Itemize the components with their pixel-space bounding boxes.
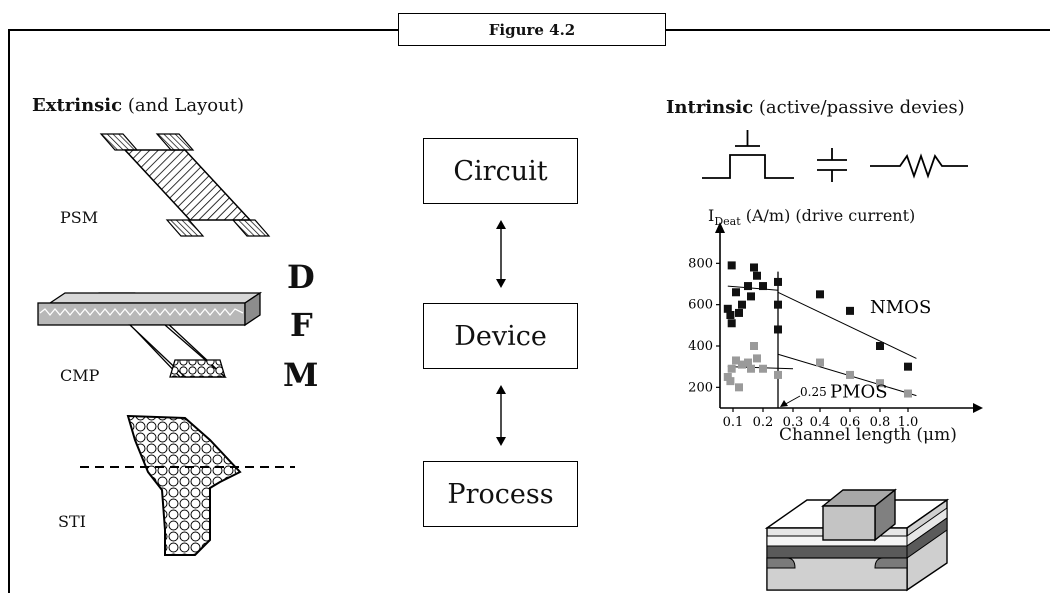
y-tick-label: 800 [688, 256, 713, 271]
nmos-point [759, 282, 767, 291]
psm-illustration [99, 133, 271, 237]
nmos-point [723, 304, 732, 313]
transistor-3d-illustration [764, 488, 950, 592]
x-tick-label: 0.8 [870, 415, 891, 430]
chart-ylabel-rest: (A/m) (drive current) [740, 206, 916, 225]
circuit-box: Circuit [423, 138, 578, 204]
x-tick-label: 0.4 [810, 415, 831, 430]
nmos-point [774, 300, 782, 309]
pmos-point [727, 364, 736, 373]
pmos-point [744, 358, 752, 367]
x-tick-label: 0.3 [783, 415, 804, 430]
x-tick-label: 0.6 [840, 415, 861, 430]
extrinsic-heading-bold: Extrinsic [32, 95, 123, 116]
nmos-point [774, 325, 782, 334]
frame-top-right [666, 29, 1050, 31]
nmos-label: NMOS [870, 297, 931, 318]
pmos-point [876, 379, 884, 388]
nmos-point [876, 342, 884, 350]
pmos-point [738, 360, 746, 369]
extrinsic-heading-rest: (and Layout) [122, 95, 244, 116]
frame-left [8, 29, 10, 593]
nmos-point [816, 290, 824, 299]
nmos-point [774, 277, 782, 286]
nmos-point [727, 319, 736, 328]
frame-top-left [8, 29, 398, 31]
pmos-point [753, 354, 761, 363]
pmos-point [747, 364, 755, 373]
sti-label: STI [58, 512, 86, 531]
nmos-point [735, 308, 743, 317]
resistor-symbol-icon [870, 153, 968, 179]
x-tick-label: 1.0 [898, 415, 919, 430]
psm-label: PSM [60, 208, 99, 227]
cmp-label: CMP [60, 366, 100, 385]
process-box: Process [423, 461, 578, 527]
pmos-point [750, 342, 758, 350]
intrinsic-heading-bold: Intrinsic [666, 97, 754, 118]
y-tick-label: 600 [688, 298, 713, 313]
nmos-point [727, 261, 736, 270]
pmos-point [723, 373, 732, 381]
pmos-point [846, 370, 854, 379]
dfm-letter-m: M [283, 356, 319, 394]
nmos-point [744, 282, 752, 291]
extrinsic-heading: Extrinsic (and Layout) [32, 95, 244, 116]
nmos-long-trend [777, 291, 917, 359]
double-arrow-device-process [496, 385, 506, 446]
nmos-point [753, 271, 761, 280]
intrinsic-heading: Intrinsic (active/passive devies) [666, 97, 965, 118]
figure-title: Figure 4.2 [398, 13, 666, 46]
nmos-short-trend [727, 285, 779, 291]
y-tick-label: 400 [688, 339, 713, 354]
nmos-point [750, 263, 758, 272]
dfm-letter-f: F [290, 306, 313, 344]
nmos-point [726, 311, 735, 319]
nmos-point [747, 292, 755, 301]
x-tick-label: 0.1 [723, 415, 744, 430]
nmos-point [846, 306, 854, 315]
annotation-arrowhead-icon [780, 400, 788, 407]
pmos-point [759, 364, 767, 373]
pmos-point [726, 377, 735, 386]
capacitor-symbol-icon [817, 148, 847, 182]
annotation-label: 0.25 [800, 385, 827, 399]
pmos-point [774, 370, 782, 379]
double-arrow-circuit-device [496, 220, 506, 288]
pmos-point [904, 389, 912, 398]
nmos-point [732, 288, 740, 297]
pmos-point [732, 356, 740, 365]
chart-ylabel-main: I [708, 206, 715, 225]
nmos-point [904, 362, 912, 371]
x-axis-arrow-icon [973, 403, 983, 413]
x-tick-label: 0.2 [753, 415, 774, 430]
intrinsic-heading-rest: (active/passive devies) [753, 97, 965, 118]
transistor-symbol-icon [702, 130, 794, 179]
nmos-point [738, 300, 746, 309]
y-tick-label: 200 [688, 380, 713, 395]
drive-current-chart: 800 600 400 200 0.1 0.2 0.3 0.4 0.6 0.8 1.0 0.25 NMO… [688, 222, 983, 430]
y-axis-arrow-icon [715, 222, 725, 233]
cmp-illustration [37, 291, 263, 378]
sti-illustration [80, 414, 295, 556]
device-box: Device [423, 303, 578, 369]
pmos-label: PMOS [830, 382, 888, 403]
chart-xlabel: Channel length (μm) [779, 425, 957, 445]
pmos-point [735, 383, 743, 392]
chart-ylabel: IDeat (A/m) (drive current) [708, 206, 915, 228]
dfm-letter-d: D [287, 258, 315, 296]
pmos-point [816, 358, 824, 367]
